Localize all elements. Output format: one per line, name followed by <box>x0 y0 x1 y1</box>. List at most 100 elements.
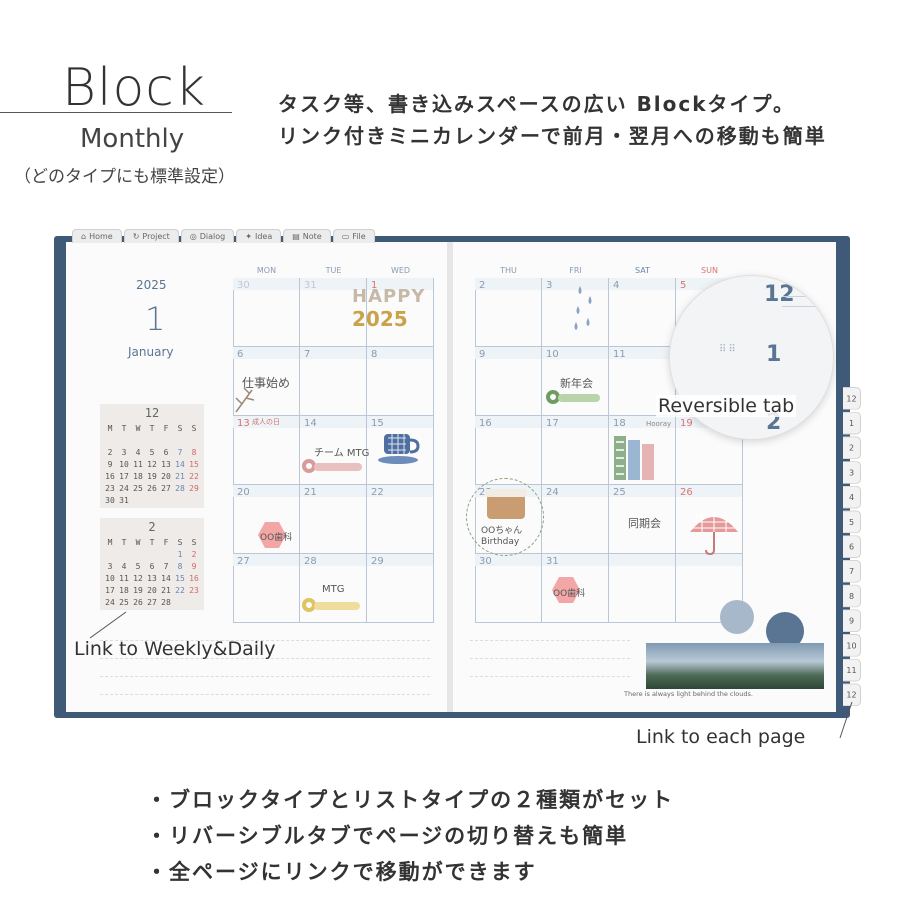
side-tab-month[interactable]: 9 <box>843 609 861 633</box>
mini-calendar-day[interactable]: 17 <box>105 585 115 595</box>
mini-calendar-day[interactable]: 11 <box>133 459 143 469</box>
day-cell[interactable]: 6 <box>233 347 300 416</box>
mini-calendar-day[interactable]: 28 <box>175 483 185 493</box>
day-cell[interactable]: 27 <box>233 554 300 623</box>
side-tab-month[interactable]: 2 <box>843 436 861 460</box>
mini-calendar-day[interactable]: 23 <box>105 483 115 493</box>
mini-calendar-day[interactable]: 18 <box>133 471 143 481</box>
day-cell[interactable]: 24 <box>542 485 609 554</box>
mini-calendar-day[interactable]: 25 <box>133 483 143 493</box>
mini-calendar-day[interactable]: 24 <box>119 483 129 493</box>
mini-calendar-day[interactable]: 28 <box>161 597 171 607</box>
mini-calendar-day[interactable]: 2 <box>107 447 113 457</box>
mini-calendar-day[interactable]: 10 <box>105 573 115 583</box>
tab-project[interactable]: ↻Project <box>123 229 179 243</box>
day-cell[interactable]: 30 <box>475 554 542 623</box>
mini-calendar-day[interactable]: 17 <box>119 471 129 481</box>
day-cell[interactable]: 22 <box>367 485 434 554</box>
day-cell[interactable]: 15 <box>367 416 434 485</box>
day-cell[interactable]: 29 <box>367 554 434 623</box>
mini-calendar-day[interactable]: 31 <box>119 495 129 505</box>
side-tab-month[interactable]: 11 <box>843 658 861 682</box>
mini-calendar-day[interactable]: 19 <box>133 585 143 595</box>
mini-calendar-day[interactable]: 6 <box>163 447 169 457</box>
tab-note[interactable]: ▤Note <box>283 229 331 243</box>
day-cell[interactable]: 10 <box>542 347 609 416</box>
mini-calendar-day[interactable]: 15 <box>175 573 185 583</box>
day-cell[interactable]: 31 <box>542 554 609 623</box>
mini-calendar-day[interactable]: 8 <box>191 447 197 457</box>
mini-calendar-day[interactable]: 19 <box>147 471 157 481</box>
day-cell[interactable]: 7 <box>300 347 367 416</box>
mini-calendar-day[interactable]: 18 <box>119 585 129 595</box>
tab-file[interactable]: ▭File <box>332 229 375 243</box>
mini-calendar-day[interactable]: 15 <box>189 459 199 469</box>
mini-calendar-day[interactable]: 7 <box>163 561 169 571</box>
day-cell[interactable]: 14 <box>300 416 367 485</box>
mini-calendar-day[interactable]: 8 <box>177 561 183 571</box>
side-tab-month[interactable]: 5 <box>843 510 861 534</box>
mini-calendar-day[interactable]: 20 <box>161 471 171 481</box>
side-tab-month[interactable]: 4 <box>843 485 861 509</box>
side-tab-month[interactable]: 12 <box>843 683 861 707</box>
mini-calendar-day[interactable]: 3 <box>121 447 127 457</box>
day-cell[interactable] <box>676 554 743 623</box>
day-cell[interactable]: 21 <box>300 485 367 554</box>
day-cell[interactable]: 16 <box>475 416 542 485</box>
mini-calendar-day[interactable]: 24 <box>105 597 115 607</box>
mini-calendar-day[interactable]: 9 <box>107 459 113 469</box>
mini-calendar-day[interactable]: 4 <box>135 447 141 457</box>
tab-dialog[interactable]: ◎Dialog <box>180 229 235 243</box>
mini-calendar-day[interactable]: 7 <box>177 447 183 457</box>
mini-calendar-day[interactable]: 22 <box>189 471 199 481</box>
mini-calendar-day[interactable]: 20 <box>147 585 157 595</box>
side-tab-month[interactable]: 12 <box>843 387 861 410</box>
mini-calendar-day[interactable]: 12 <box>133 573 143 583</box>
mini-calendar-day[interactable]: 25 <box>119 597 129 607</box>
day-cell[interactable]: 8 <box>367 347 434 416</box>
mini-calendar-day[interactable]: 12 <box>147 459 157 469</box>
tab-idea[interactable]: ✦Idea <box>236 229 282 243</box>
day-cell[interactable]: 17 <box>542 416 609 485</box>
mini-calendar-day[interactable]: 4 <box>121 561 127 571</box>
mini-calendar-day[interactable]: 6 <box>149 561 155 571</box>
mini-calendar-day[interactable]: 14 <box>161 573 171 583</box>
mini-calendar-day[interactable]: 23 <box>189 585 199 595</box>
day-cell[interactable]: 4 <box>609 278 676 347</box>
mini-calendar-day[interactable]: 10 <box>119 459 129 469</box>
side-tab-month[interactable]: 8 <box>843 584 861 608</box>
day-cell[interactable]: 20 <box>233 485 300 554</box>
side-tab-month[interactable]: 10 <box>843 634 861 657</box>
mini-calendar-day[interactable]: 14 <box>175 459 185 469</box>
mini-calendar-day[interactable]: 21 <box>161 585 171 595</box>
mini-calendar-day[interactable]: 5 <box>149 447 155 457</box>
mini-calendar-day[interactable]: 29 <box>189 483 199 493</box>
mini-calendar-day[interactable]: 27 <box>161 483 171 493</box>
day-cell[interactable]: 3 <box>542 278 609 347</box>
mini-calendar-day[interactable]: 11 <box>119 573 129 583</box>
day-cell[interactable]: 31 <box>300 278 367 347</box>
day-cell[interactable]: 1 <box>367 278 434 347</box>
mini-calendar-day[interactable]: 2 <box>191 549 197 559</box>
mini-calendar-day[interactable]: 5 <box>135 561 141 571</box>
mini-calendar-day[interactable]: 13 <box>147 573 157 583</box>
day-cell[interactable] <box>609 554 676 623</box>
side-tab-month[interactable]: 1 <box>843 411 861 435</box>
side-tab-month[interactable]: 7 <box>843 559 861 583</box>
mini-calendar-day[interactable]: 9 <box>191 561 197 571</box>
mini-calendar-day[interactable]: 1 <box>177 549 183 559</box>
side-tab-month[interactable]: 3 <box>843 461 861 484</box>
mini-calendar-day[interactable]: 26 <box>133 597 143 607</box>
day-cell[interactable]: 28 <box>300 554 367 623</box>
day-cell[interactable]: 30 <box>233 278 300 347</box>
day-cell[interactable]: 9 <box>475 347 542 416</box>
mini-calendar-day[interactable]: 27 <box>147 597 157 607</box>
tab-home[interactable]: ⌂Home <box>72 229 122 243</box>
mini-calendar-day[interactable]: 13 <box>161 459 171 469</box>
mini-calendar-day[interactable]: 16 <box>189 573 199 583</box>
day-cell[interactable]: 18 <box>609 416 676 485</box>
mini-calendar-day[interactable]: 21 <box>175 471 185 481</box>
mini-calendar-day[interactable]: 3 <box>107 561 113 571</box>
